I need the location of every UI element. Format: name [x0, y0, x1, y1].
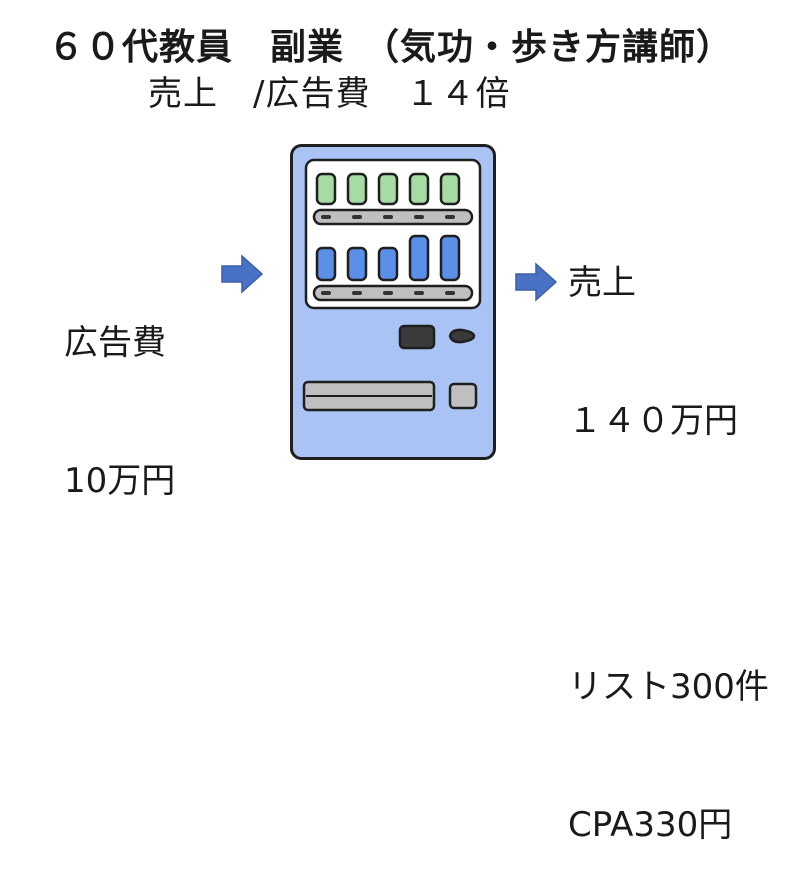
bottom-shelf-rail — [312, 284, 474, 302]
sales-label: 売上 — [568, 263, 636, 303]
arrow-right-icon — [221, 254, 264, 294]
page-subtitle: 売上 /広告費 １４倍 — [148, 74, 511, 114]
results-block: 売上 １４０万円 リスト300件 CPA330円 — [568, 168, 769, 894]
vending-machine-icon — [290, 144, 496, 460]
coin-slot — [448, 328, 476, 344]
sales-value: １４０万円 — [568, 401, 738, 441]
cpa-value: CPA330円 — [568, 805, 733, 845]
arrow-right-icon — [515, 262, 558, 302]
bill-slot — [398, 324, 436, 350]
bottom-shelf-items — [315, 234, 461, 282]
list-count: リスト300件 — [568, 667, 769, 707]
top-shelf-items — [315, 172, 461, 206]
page-title: ６０代教員 副業 （気功・歩き方講師） — [48, 27, 734, 68]
ad-cost-label: 広告費 — [64, 323, 166, 363]
ad-cost-value: 10万円 — [64, 461, 176, 501]
top-shelf-rail — [312, 208, 474, 226]
ad-cost-block: 広告費 10万円 — [64, 228, 175, 550]
change-return — [448, 382, 478, 410]
